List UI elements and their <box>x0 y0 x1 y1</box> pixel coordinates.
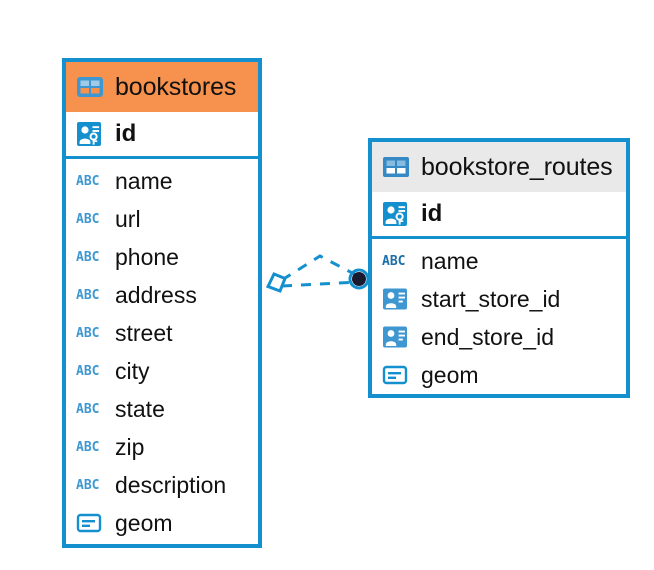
field-list-bookstores: ABC name ABC url ABC p <box>66 159 258 542</box>
svg-text:ABC: ABC <box>76 478 99 493</box>
field-row[interactable]: ABC city <box>66 352 258 390</box>
svg-text:ABC: ABC <box>76 326 99 341</box>
diamond-marker <box>265 272 287 293</box>
field-name: geom <box>115 509 173 536</box>
relationship-connector[interactable] <box>258 250 378 320</box>
foreign-key-icon <box>382 325 410 349</box>
field-row[interactable]: ABC zip <box>66 428 258 466</box>
svg-text:ABC: ABC <box>76 440 99 455</box>
svg-text:ABC: ABC <box>76 364 99 379</box>
text-field-icon: ABC <box>76 477 104 493</box>
table-icon <box>76 75 104 99</box>
svg-text:ABC: ABC <box>76 250 99 265</box>
text-field-icon: ABC <box>76 249 104 265</box>
field-row[interactable]: geom <box>372 356 626 394</box>
primary-key-name: id <box>421 200 443 227</box>
field-row[interactable]: geom <box>66 504 258 542</box>
svg-text:ABC: ABC <box>76 212 99 227</box>
entity-table-bookstore-routes[interactable]: bookstore_routes id <box>368 138 630 398</box>
field-name: street <box>115 319 173 346</box>
primary-key-icon <box>382 201 410 227</box>
svg-text:ABC: ABC <box>76 402 99 417</box>
field-row[interactable]: ABC name <box>372 242 626 280</box>
field-row[interactable]: ABC name <box>66 162 258 200</box>
field-name: phone <box>115 243 179 270</box>
primary-key-row[interactable]: id <box>372 192 626 239</box>
field-name: address <box>115 281 197 308</box>
field-name: description <box>115 471 227 498</box>
field-list-bookstore-routes: ABC name start_store_id <box>372 239 626 394</box>
entity-header-bookstores[interactable]: bookstores <box>66 62 258 112</box>
text-field-icon: ABC <box>382 253 410 269</box>
field-row[interactable]: ABC address <box>66 276 258 314</box>
table-icon <box>382 155 410 179</box>
field-name: state <box>115 395 165 422</box>
field-name: zip <box>115 433 145 460</box>
entity-table-bookstores[interactable]: bookstores id <box>62 58 262 548</box>
filled-circle-marker <box>348 268 370 290</box>
field-name: url <box>115 205 141 232</box>
text-field-icon: ABC <box>76 287 104 303</box>
geometry-field-icon <box>382 363 410 387</box>
primary-key-icon <box>76 121 104 147</box>
field-row[interactable]: ABC street <box>66 314 258 352</box>
primary-key-row[interactable]: id <box>66 112 258 159</box>
field-row[interactable]: ABC phone <box>66 238 258 276</box>
entity-title: bookstore_routes <box>421 152 613 181</box>
field-name: start_store_id <box>421 285 561 312</box>
field-row[interactable]: end_store_id <box>372 318 626 356</box>
field-name: name <box>115 167 173 194</box>
text-field-icon: ABC <box>76 401 104 417</box>
field-row[interactable]: ABC state <box>66 390 258 428</box>
text-field-icon: ABC <box>76 173 104 189</box>
geometry-field-icon <box>76 511 104 535</box>
relationship-line-lower <box>281 280 359 288</box>
field-row[interactable]: ABC url <box>66 200 258 238</box>
text-field-icon: ABC <box>76 363 104 379</box>
relationship-line-upper <box>281 254 359 282</box>
entity-header-bookstore-routes[interactable]: bookstore_routes <box>372 142 626 192</box>
text-field-icon: ABC <box>76 211 104 227</box>
field-name: name <box>421 247 479 274</box>
field-row[interactable]: start_store_id <box>372 280 626 318</box>
field-name: end_store_id <box>421 323 554 350</box>
field-name: geom <box>421 361 479 388</box>
text-field-icon: ABC <box>76 439 104 455</box>
field-name: city <box>115 357 150 384</box>
field-row[interactable]: ABC description <box>66 466 258 504</box>
svg-text:ABC: ABC <box>76 288 99 303</box>
svg-text:ABC: ABC <box>76 174 99 189</box>
foreign-key-icon <box>382 287 410 311</box>
svg-text:ABC: ABC <box>382 254 405 269</box>
text-field-icon: ABC <box>76 325 104 341</box>
primary-key-name: id <box>115 120 137 147</box>
entity-title: bookstores <box>115 72 237 101</box>
